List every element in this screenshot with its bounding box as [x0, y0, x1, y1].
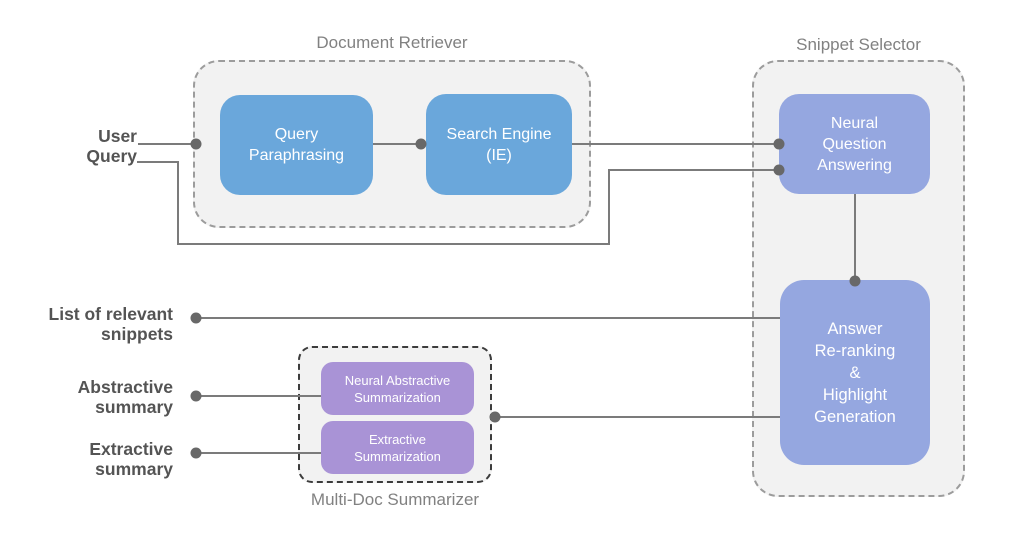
extractive-summarization-node: Extractive Summarization: [321, 421, 474, 474]
connection-dot-neural-qa-input-1: [773, 138, 785, 150]
search-engine-node: Search Engine (IE): [426, 94, 572, 195]
connection-dot-snippets-output: [190, 312, 202, 324]
neural-abstractive-summarization-label: Neural Abstractive Summarization: [344, 372, 451, 405]
answer-reranking-node: Answer Re-ranking & Highlight Generation: [780, 280, 930, 465]
abstractive-summary-label: Abstractive summary: [77, 377, 173, 417]
relevant-snippets-label: List of relevant snippets: [48, 304, 173, 344]
connection-dot-abstractive-output: [190, 390, 202, 402]
connection-dot-answer-input: [849, 275, 861, 287]
connection-dot-search-input: [415, 138, 427, 150]
answer-reranking-label: Answer Re-ranking & Highlight Generation: [814, 319, 896, 426]
wire-query-to-neural-qa: [137, 161, 779, 245]
user-query-label: User Query: [86, 126, 137, 166]
connection-dot-extractive-output: [190, 447, 202, 459]
neural-question-answering-label: Neural Question Answering: [817, 114, 892, 174]
search-engine-label: Search Engine (IE): [446, 125, 552, 164]
connection-dot-retriever-input: [190, 138, 202, 150]
neural-question-answering-node: Neural Question Answering: [779, 94, 930, 194]
multi-doc-summarizer-title: Multi-Doc Summarizer: [310, 490, 480, 509]
snippet-selector-title: Snippet Selector: [796, 35, 921, 54]
connection-dot-neural-qa-input-2: [773, 164, 785, 176]
extractive-summary-label: Extractive summary: [89, 439, 173, 479]
connection-dot-summarizer-output: [489, 411, 501, 423]
neural-abstractive-summarization-node: Neural Abstractive Summarization: [321, 362, 474, 415]
document-retriever-title: Document Retriever: [316, 33, 468, 52]
query-paraphrasing-label: Query Paraphrasing: [248, 126, 345, 164]
query-paraphrasing-node: Query Paraphrasing: [220, 95, 373, 195]
extractive-summarization-label: Extractive Summarization: [354, 431, 441, 464]
